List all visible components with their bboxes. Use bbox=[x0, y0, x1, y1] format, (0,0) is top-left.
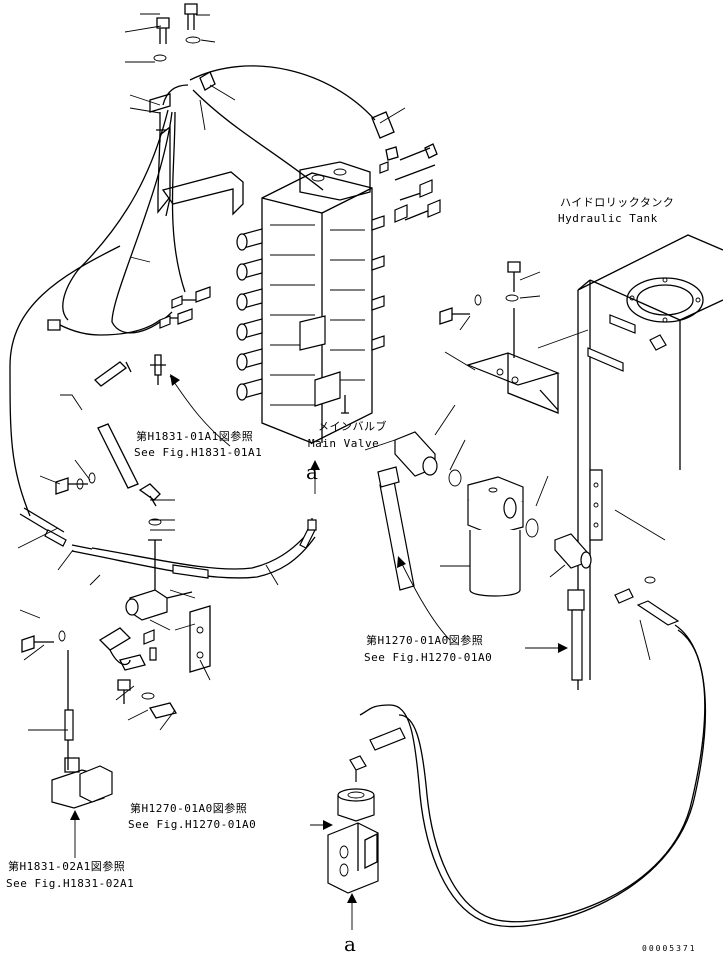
document-number: 00005371 bbox=[642, 944, 697, 953]
valve-left-fittings bbox=[159, 286, 211, 329]
harness-bracket bbox=[149, 93, 244, 217]
reference-arrows bbox=[70, 374, 568, 930]
ref-h1831-01a1-label-jp: 第H1831-01A1図参照 bbox=[136, 430, 254, 443]
connection-marker-top: a bbox=[306, 460, 318, 484]
main-valve bbox=[236, 161, 385, 444]
ref-h1831-02a1-label-en: See Fig.H1831-02A1 bbox=[6, 877, 135, 890]
elbow-fitting bbox=[394, 431, 438, 477]
hydraulic-tank-label-jp: ハイドロリックタンク bbox=[560, 196, 675, 209]
ref-h1270-01a0-bottom-label-jp: 第H1270-01A0図参照 bbox=[130, 802, 248, 815]
long-return-hose bbox=[349, 624, 707, 928]
lower-left-valve bbox=[51, 650, 113, 809]
connection-marker-bottom: a bbox=[344, 932, 356, 956]
main-valve-label-jp: メインバルブ bbox=[318, 420, 387, 433]
left-hoses bbox=[19, 507, 317, 579]
wiring-harness bbox=[9, 65, 376, 517]
return-filter bbox=[448, 469, 539, 597]
small-bracket bbox=[117, 605, 211, 719]
hydraulic-tank bbox=[577, 234, 723, 690]
bottom-valve bbox=[327, 788, 379, 894]
leader-lines bbox=[17, 13, 666, 731]
ref-h1270-01a0-right-label-jp: 第H1270-01A0図参照 bbox=[366, 634, 484, 647]
ref-h1831-02a1-label-jp: 第H1831-02A1図参照 bbox=[8, 860, 126, 873]
solenoid-block bbox=[98, 518, 193, 671]
top-bolts bbox=[153, 3, 201, 62]
valve-top-fittings bbox=[371, 111, 441, 223]
main-valve-label-en: Main Valve bbox=[308, 437, 380, 450]
center-hose bbox=[377, 466, 415, 591]
ref-h1270-01a0-right-label-en: See Fig.H1270-01A0 bbox=[364, 651, 493, 664]
ref-h1270-01a0-bottom-label-en: See Fig.H1270-01A0 bbox=[128, 818, 257, 831]
hydraulic-tank-label-en: Hydraulic Tank bbox=[558, 212, 658, 225]
tank-fittings bbox=[554, 533, 680, 681]
left-bolts bbox=[21, 630, 66, 653]
ref-h1831-01a1-label-en: See Fig.H1831-01A1 bbox=[134, 446, 263, 459]
left-pilot-lines bbox=[55, 354, 166, 507]
tank-bracket bbox=[439, 261, 560, 414]
